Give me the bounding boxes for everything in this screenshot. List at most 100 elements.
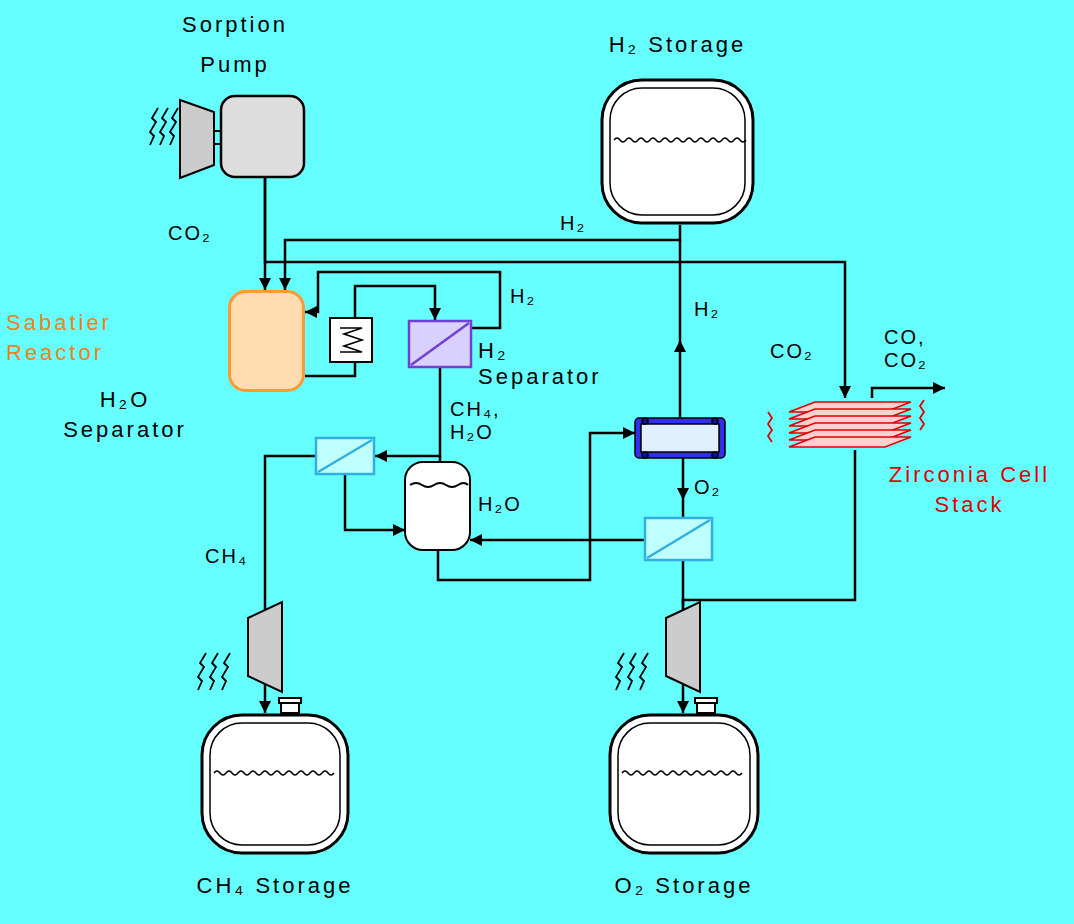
node-title: H₂ Separator xyxy=(478,338,628,390)
process-lines xyxy=(872,388,945,398)
pump-heater xyxy=(180,100,221,178)
stack-heat-waves xyxy=(768,400,924,442)
electrolyzer xyxy=(712,452,718,458)
compressor xyxy=(248,602,700,692)
process-lines xyxy=(682,500,685,518)
separator-membrane xyxy=(318,440,372,472)
oxygen-separator xyxy=(645,518,712,560)
hydrogen-separator: H₂ Separator xyxy=(408,320,472,368)
liquid-level xyxy=(214,771,334,775)
flow-label: H₂ xyxy=(508,285,538,308)
flow-label: CH₄, H₂O xyxy=(448,398,504,444)
heat-waves xyxy=(150,108,648,690)
electrolyzer xyxy=(635,418,725,458)
tank-outline xyxy=(602,80,753,223)
tank-outline xyxy=(610,715,758,853)
sorption-pump: Sorption Pump xyxy=(220,95,305,178)
cell-plate xyxy=(789,437,911,447)
separator-membrane xyxy=(411,323,469,365)
flow-line xyxy=(683,450,855,713)
node-title: Sabatier Reactor xyxy=(6,308,201,368)
heat-waves xyxy=(222,653,230,690)
flow-line xyxy=(375,368,440,456)
tank-valve xyxy=(279,698,717,713)
heat-exchanger xyxy=(330,318,372,362)
flow-label: CO₂ xyxy=(166,222,214,245)
heat-exchanger xyxy=(330,318,372,362)
process-lines xyxy=(679,340,682,418)
stream-label: CO, CO₂ xyxy=(882,326,942,372)
electrolyzer xyxy=(642,418,648,424)
storage-tank: CH₄ Storage xyxy=(200,713,350,855)
storage-tank: O₂ Storage xyxy=(608,713,760,855)
node-outline xyxy=(228,290,305,392)
heat-waves xyxy=(628,653,636,690)
node-title: O₂ Storage xyxy=(548,871,820,901)
heat-waves xyxy=(640,653,648,690)
process-lines xyxy=(679,240,682,340)
electrolyzer xyxy=(642,452,648,458)
heat-waves xyxy=(616,653,624,690)
process-lines xyxy=(682,560,685,606)
stream-label: H₂ xyxy=(692,298,722,321)
reactor-body xyxy=(230,292,304,391)
electrolyzer xyxy=(635,418,725,458)
sabatier-reactor: Sabatier Reactor xyxy=(228,290,305,392)
node-title: H₂O Separator xyxy=(35,385,215,445)
compressor xyxy=(248,602,282,692)
process-lines xyxy=(345,240,945,606)
node-title: H₂ Storage xyxy=(560,30,795,60)
tank-valve xyxy=(279,698,301,703)
storage-tank: H₂ Storage xyxy=(600,78,755,225)
separator-body xyxy=(409,321,471,367)
liquid-level xyxy=(622,771,742,775)
flow-label: CO₂ xyxy=(768,340,816,363)
electrolyzer xyxy=(712,418,718,424)
process-lines xyxy=(682,458,685,500)
flow-label: H₂ xyxy=(558,212,588,235)
liquid-level xyxy=(614,138,746,142)
tank-valve xyxy=(695,698,717,703)
stack-heat-waves xyxy=(768,412,772,442)
tank-inner xyxy=(610,88,745,215)
node-title: Zirconia Cell Stack xyxy=(877,460,1062,520)
process-lines xyxy=(345,475,405,530)
heat-waves xyxy=(210,653,218,690)
flow-line xyxy=(265,178,845,398)
heat-waves xyxy=(150,108,158,145)
node-outline xyxy=(220,95,305,178)
heat-waves xyxy=(170,108,178,145)
heat-waves xyxy=(160,108,168,145)
node-outline xyxy=(600,78,755,225)
water-tank xyxy=(410,483,468,487)
node-outline xyxy=(200,713,350,855)
heat-waves xyxy=(198,653,206,690)
pump-body xyxy=(221,96,304,177)
stream-label: O₂ xyxy=(692,476,723,499)
pump-heater xyxy=(180,100,214,178)
oxygen-separator xyxy=(647,520,710,558)
water-separator: H₂O Separator xyxy=(315,437,375,475)
zirconia-stack: Zirconia Cell Stack xyxy=(785,398,915,450)
flow-label: CH₄ xyxy=(203,545,250,568)
node-outline xyxy=(408,320,472,368)
oxygen-separator xyxy=(645,518,712,560)
tank-inner xyxy=(618,723,750,845)
node-outline xyxy=(608,713,760,855)
node-title: Sorption Pump xyxy=(160,5,310,85)
stream-label: H₂O xyxy=(476,493,524,516)
tank-outline xyxy=(202,715,348,853)
flow-line xyxy=(285,225,680,290)
process-lines xyxy=(470,539,645,542)
compressor xyxy=(666,602,700,692)
node-outline xyxy=(315,437,375,475)
stack-heat-waves xyxy=(920,400,924,430)
separator-body xyxy=(316,438,374,474)
electrolyzer xyxy=(641,424,719,452)
heat-exchanger xyxy=(340,328,362,352)
node-outline xyxy=(785,398,915,450)
tank-inner xyxy=(210,723,340,845)
node-title: CH₄ Storage xyxy=(140,871,410,901)
